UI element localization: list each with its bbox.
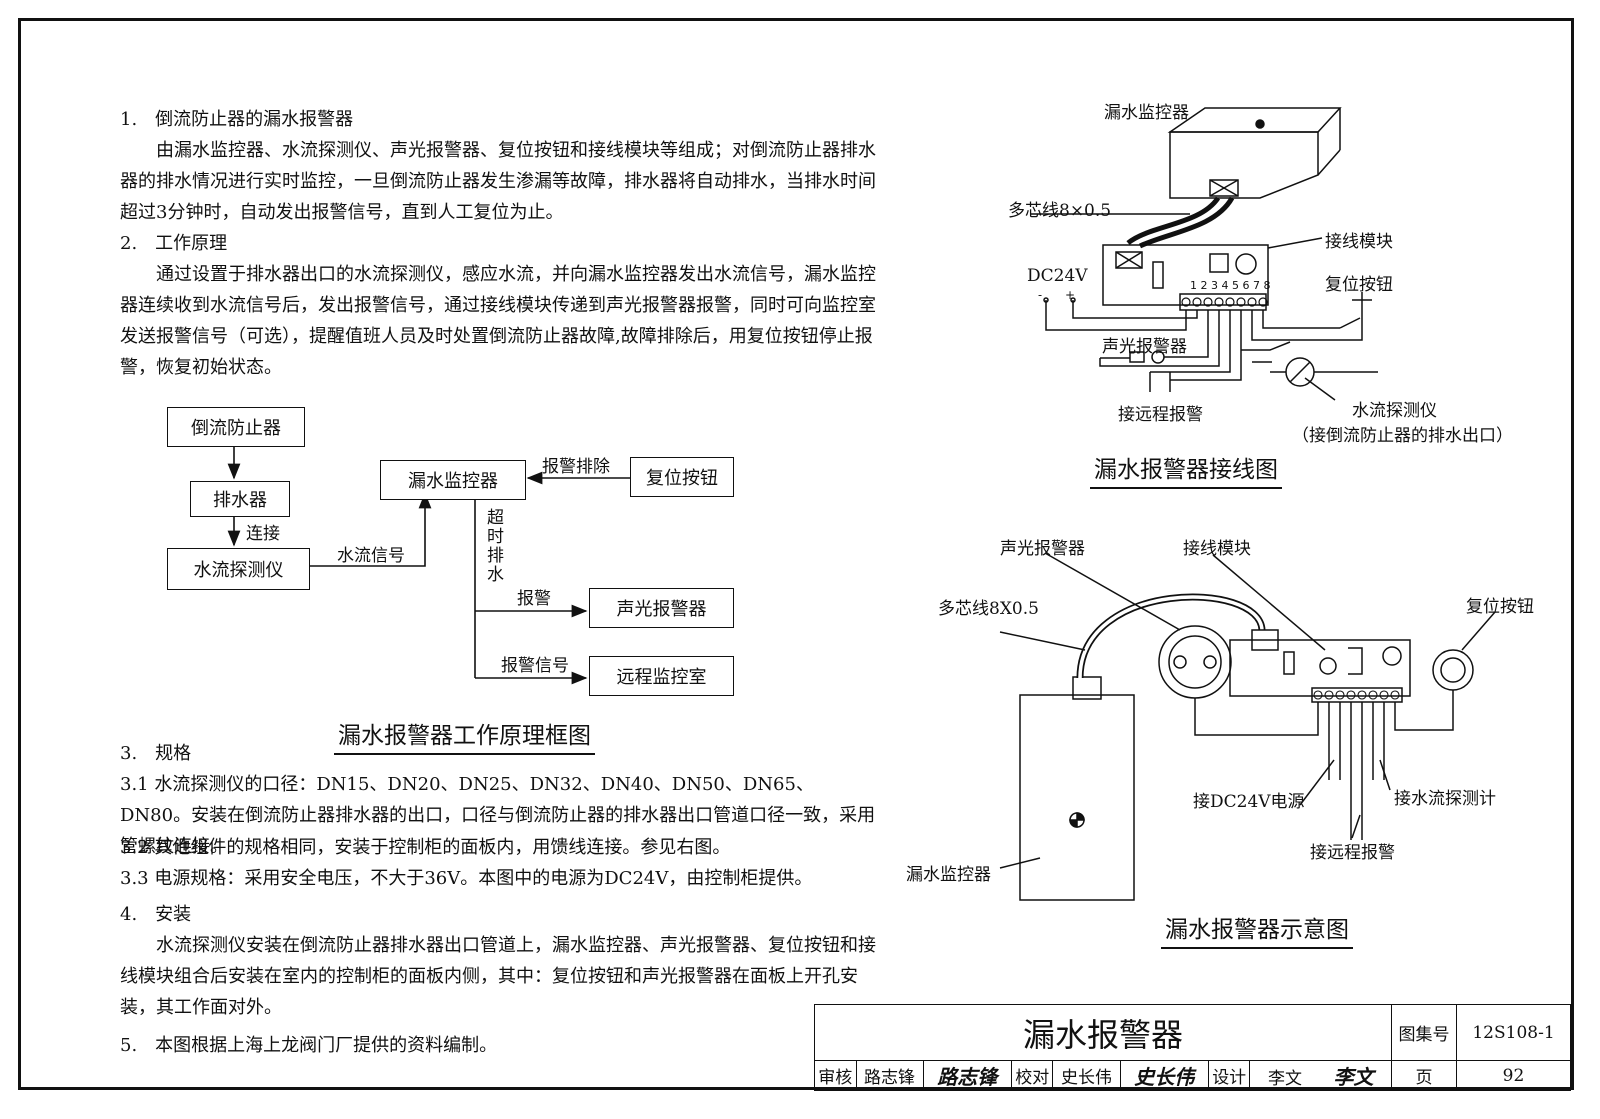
flow-label-alarm-clear: 报警排除	[542, 457, 610, 477]
wiring-label-module: 接线模块	[1325, 232, 1393, 252]
designer-cell: 李文 李文	[1249, 1060, 1393, 1091]
section-3-2: 3.2 其他组件的规格相同，安装于控制柜的面板内，用馈线连接。参见右图。	[120, 837, 731, 858]
atlas-label: 图集号	[1391, 1004, 1457, 1061]
page-label: 页	[1391, 1060, 1457, 1091]
wiring-label-dc: DC24V	[1027, 266, 1088, 286]
wiring-label-minus: -	[1038, 288, 1043, 302]
title-block: 漏水报警器 图集号 12S108-1 审核 路志锋 路志锋 校对 史长伟 史长伟…	[813, 1004, 1571, 1091]
terminal-numbers: 1 2 3 4 5 6 7 8	[1190, 279, 1270, 292]
sketch-label-cable: 多芯线8X0.5	[938, 599, 1039, 619]
drawing-name: 漏水报警器	[813, 1004, 1393, 1061]
design-label: 设计	[1207, 1060, 1251, 1091]
wiring-diagram-title: 漏水报警器接线图	[1090, 450, 1282, 489]
wiring-label-remote: 接远程报警	[1118, 405, 1203, 425]
checker-name: 史长伟	[1052, 1060, 1121, 1091]
section-3-1: 3.1 水流探测仪的口径：DN15、DN20、DN25、DN32、DN40、DN…	[120, 774, 876, 857]
flow-box-remote-room: 远程监控室	[589, 656, 734, 696]
wiring-label-sound-light: 声光报警器	[1102, 337, 1187, 357]
flow-box-backflow-preventer: 倒流防止器	[167, 407, 305, 447]
flow-label-timed-drain: 超时排水	[483, 508, 503, 584]
review-label: 审核	[814, 1060, 857, 1091]
atlas-number: 12S108-1	[1456, 1004, 1571, 1061]
flow-diagram-title: 漏水报警器工作原理框图	[334, 716, 595, 755]
reviewer-name: 路志锋	[855, 1060, 924, 1091]
flow-label-alarm-signal: 报警信号	[501, 656, 569, 676]
flow-box-sound-light: 声光报警器	[589, 588, 734, 628]
check-label: 校对	[1010, 1060, 1054, 1091]
wiring-label-detector: 水流探测仪	[1352, 401, 1437, 421]
section-1-heading: 1. 倒流防止器的漏水报警器	[120, 109, 354, 130]
section-3-heading: 3. 规格	[120, 743, 192, 764]
sketch-label-sound-light: 声光报警器	[1000, 539, 1085, 559]
designer-name: 李文	[1268, 1069, 1303, 1089]
sketch-label-detector: 接水流探测计	[1394, 789, 1496, 809]
section-2-body: 通过设置于排水器出口的水流探测仪，感应水流，并向漏水监控器发出水流信号，漏水监控…	[120, 264, 876, 378]
flow-box-drain: 排水器	[190, 481, 290, 517]
flow-label-connect: 连接	[246, 524, 280, 544]
section-2-heading: 2. 工作原理	[120, 233, 228, 254]
flow-box-reset: 复位按钮	[630, 457, 734, 497]
sketch-title: 漏水报警器示意图	[1161, 910, 1353, 949]
wiring-label-plus: +	[1065, 288, 1076, 302]
sketch-label-module: 接线模块	[1183, 539, 1251, 559]
page-number: 92	[1456, 1060, 1571, 1091]
wiring-label-reset: 复位按钮	[1325, 275, 1393, 295]
wiring-label-cable: 多芯线8×0.5	[1008, 201, 1112, 221]
section-4-heading: 4. 安装	[120, 904, 192, 925]
sketch-label-dc: 接DC24V电源	[1193, 792, 1305, 812]
flow-label-alarm: 报警	[517, 589, 551, 609]
checker-signature: 史长伟	[1119, 1060, 1209, 1091]
flow-box-monitor: 漏水监控器	[380, 460, 526, 500]
section-3-3: 3.3 电源规格：采用安全电压，不大于36V。本图中的电源为DC24V，由控制柜…	[120, 868, 813, 889]
flow-label-flow-signal: 水流信号	[337, 546, 405, 566]
drawing-frame	[18, 18, 1574, 1090]
designer-signature: 李文	[1333, 1065, 1374, 1089]
wiring-label-monitor: 漏水监控器	[1104, 103, 1189, 123]
flow-box-detector: 水流探测仪	[167, 548, 310, 590]
reviewer-signature: 路志锋	[922, 1060, 1012, 1091]
section-1-body: 由漏水监控器、水流探测仪、声光报警器、复位按钮和接线模块等组成；对倒流防止器排水…	[120, 140, 876, 223]
sketch-label-monitor: 漏水监控器	[906, 865, 991, 885]
sketch-label-reset: 复位按钮	[1466, 597, 1534, 617]
section-4-body: 水流探测仪安装在倒流防止器排水器出口管道上，漏水监控器、声光报警器、复位按钮和接…	[120, 935, 876, 1018]
wiring-label-detector-note: （接倒流防止器的排水出口）	[1292, 426, 1513, 446]
sketch-label-remote: 接远程报警	[1310, 843, 1395, 863]
section-5: 5. 本图根据上海上龙阀门厂提供的资料编制。	[120, 1035, 498, 1056]
